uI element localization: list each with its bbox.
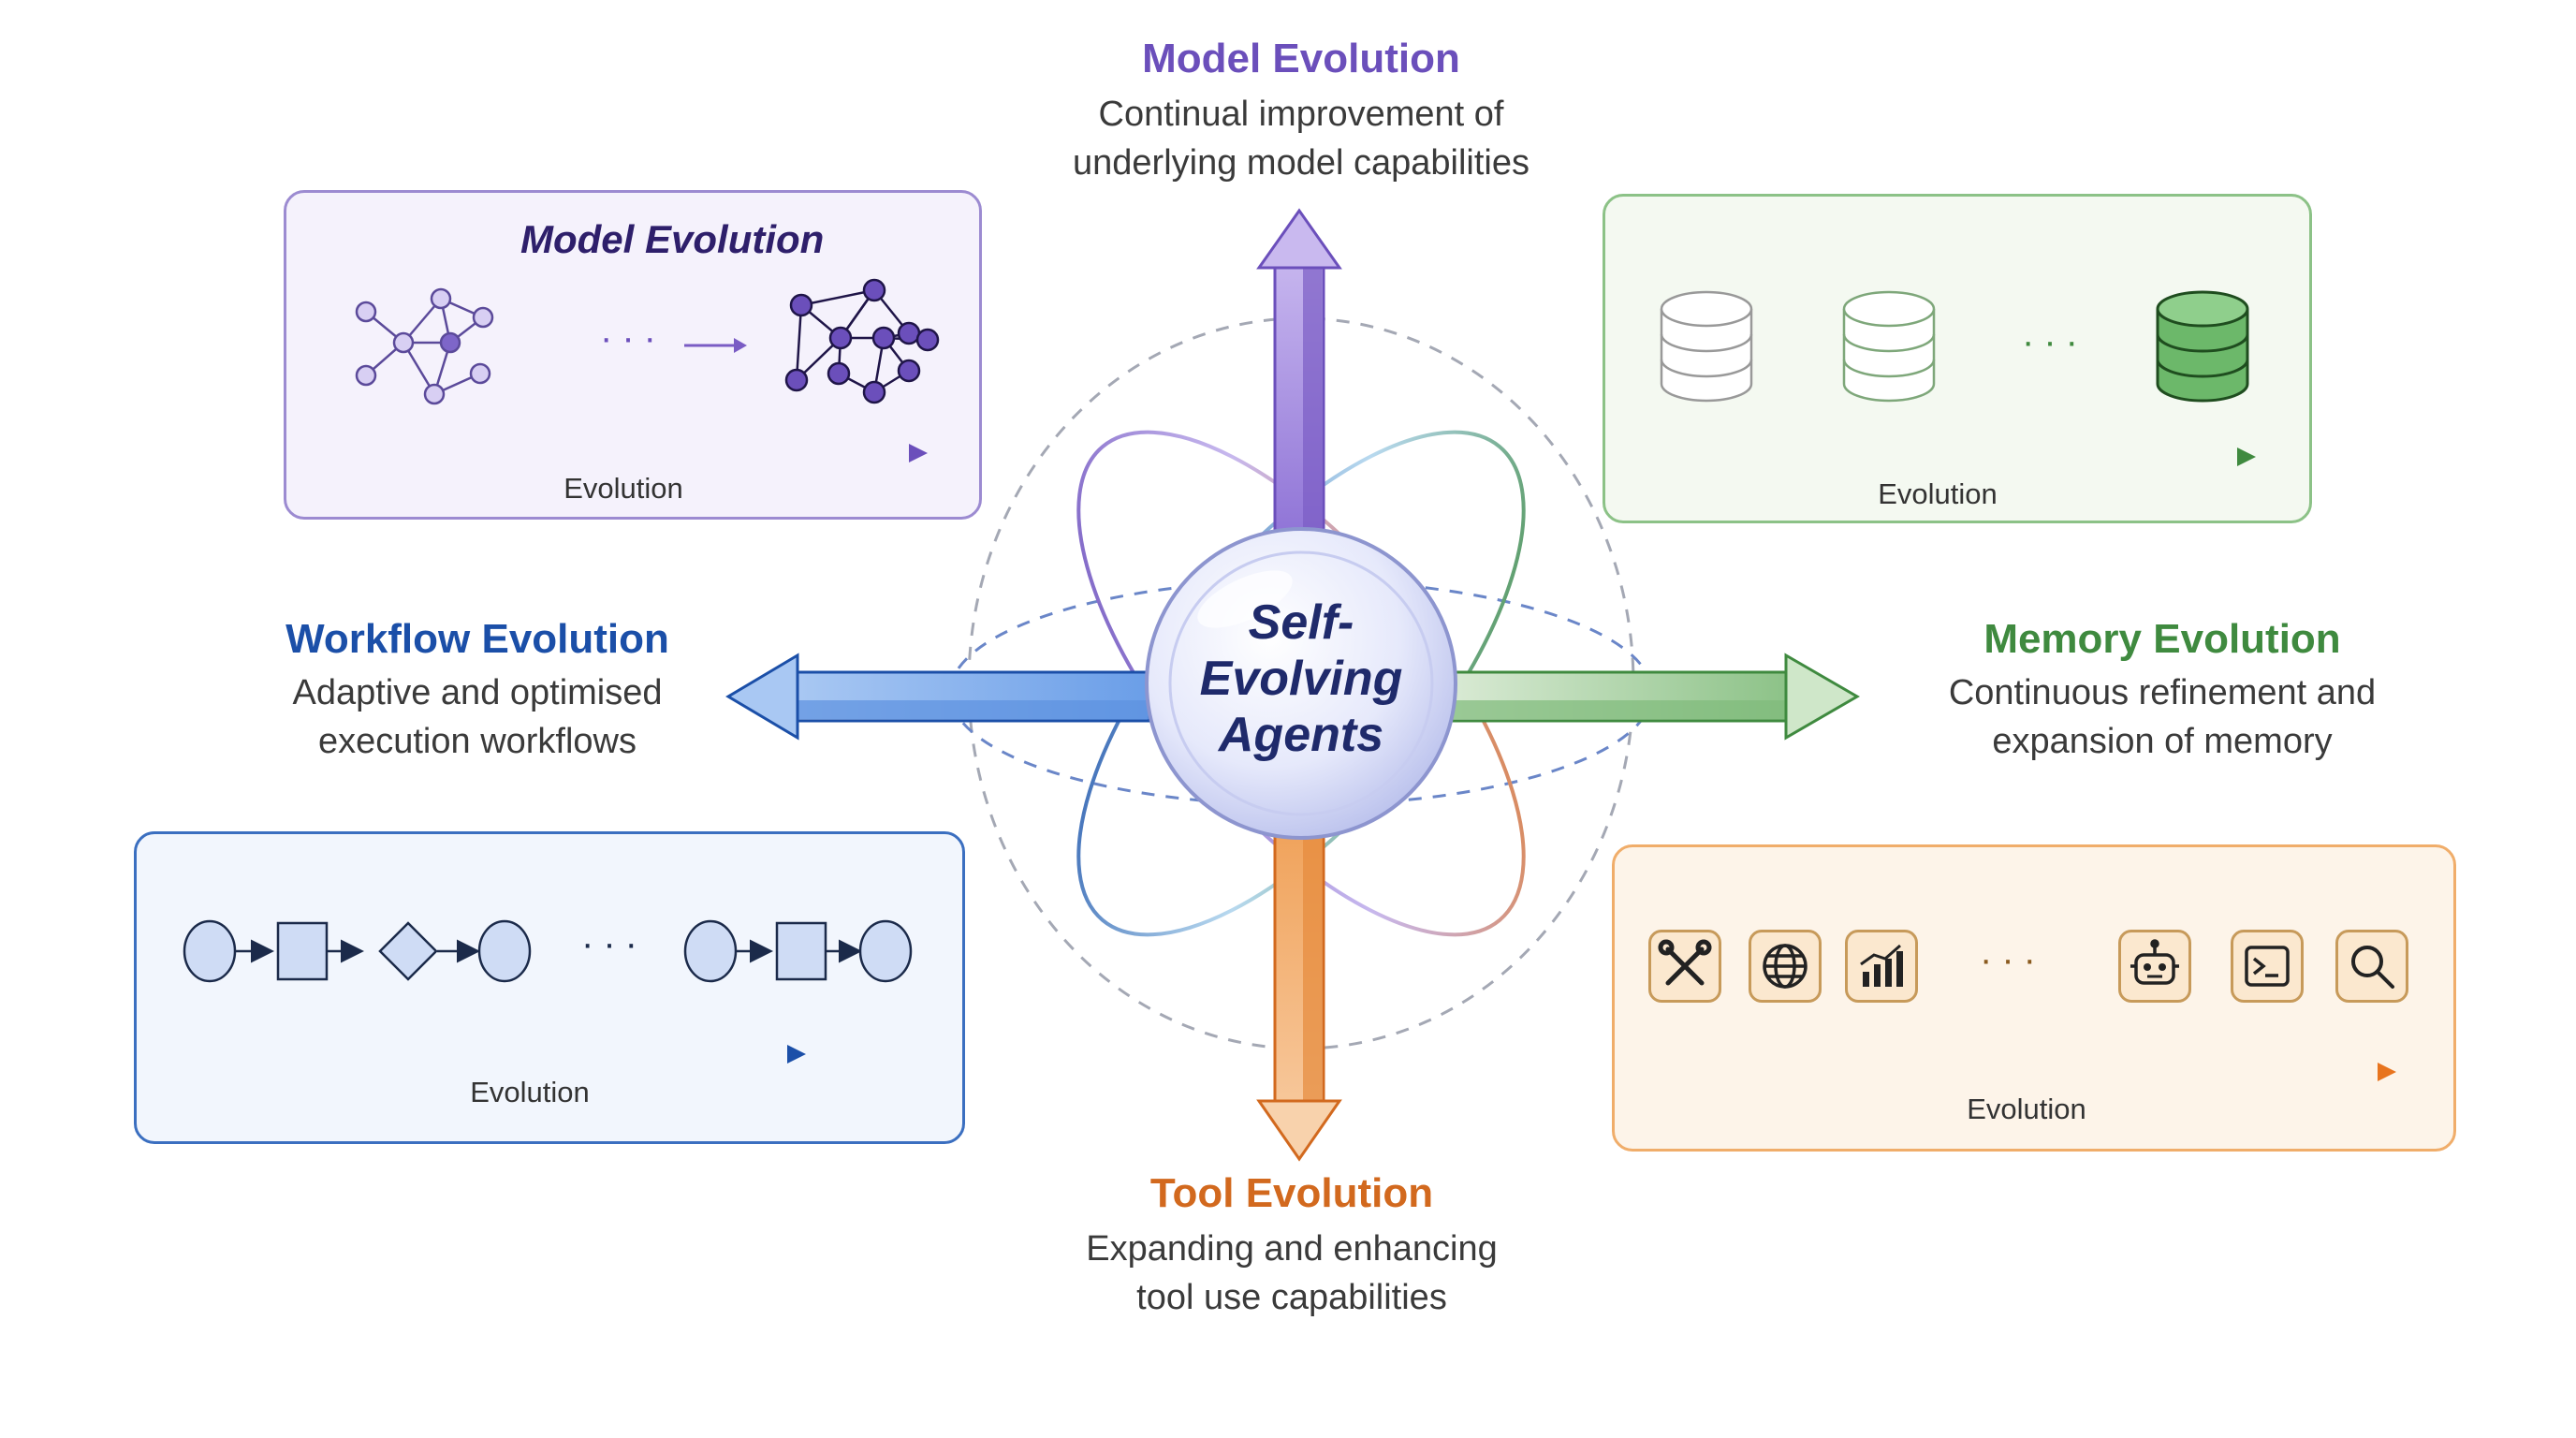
memory-db-graphics — [1660, 290, 2256, 466]
tool-evolution-panel: ··· Evolution — [1612, 844, 2456, 1152]
model-evolution-title: Model Evolution — [1142, 36, 1460, 81]
workflow-graphics — [183, 919, 913, 1064]
model-evolution-desc-1: Continual improvement of — [1098, 95, 1504, 134]
workflow-process-node — [276, 921, 329, 981]
center-line-3: Agents — [1218, 708, 1384, 762]
center-label: Self- Evolving Agents — [1161, 594, 1442, 763]
memory-evolution-desc-1: Continuous refinement and — [1948, 673, 2377, 712]
search-icon — [2335, 930, 2408, 1003]
workflow-evolution-label: Workflow Evolution Adaptive and optimise… — [225, 616, 730, 766]
tool-evolution-title: Tool Evolution — [1149, 1170, 1434, 1216]
center-line-1: Self- — [1248, 595, 1354, 650]
workflow-panel-evolution-label: Evolution — [470, 1076, 590, 1108]
tool-evolution-desc-2: tool use capabilities — [1136, 1278, 1447, 1317]
robot-icon — [2118, 930, 2191, 1003]
memory-panel-dots: ··· — [2022, 321, 2087, 362]
database-icon — [1842, 290, 1936, 403]
model-panel-title: Model Evolution — [520, 217, 825, 261]
memory-panel-evolution-label: Evolution — [1878, 477, 1998, 510]
model-evolution-desc-2: underlying model capabilities — [1073, 143, 1530, 183]
workflow-evolution-desc-2: execution workflows — [317, 722, 637, 761]
memory-evolution-panel: ··· Evolution — [1603, 194, 2312, 523]
model-evolution-panel: Model Evolution — [284, 190, 982, 520]
model-network-graphics — [343, 278, 940, 462]
memory-evolution-arrow — [1449, 653, 1860, 741]
database-icon — [2156, 290, 2249, 403]
workflow-start-node — [183, 919, 237, 983]
globe-icon — [1749, 930, 1822, 1003]
tool-evolution-label: Tool Evolution Expanding and enhancing t… — [1011, 1170, 1573, 1322]
workflow-evolution-arrow — [725, 653, 1151, 741]
model-panel-evolution-label: Evolution — [564, 472, 683, 505]
workflow-evolution-desc-1: Adaptive and optimised — [292, 673, 663, 712]
tool-evolution-arrow — [1256, 822, 1342, 1162]
center-line-2: Evolving — [1199, 652, 1403, 706]
workflow-start-node — [683, 919, 738, 983]
workflow-evolution-title: Workflow Evolution — [285, 616, 669, 662]
workflow-process-node — [775, 921, 827, 981]
tool-evolution-desc-1: Expanding and enhancing — [1086, 1229, 1498, 1269]
model-evolution-arrow — [1256, 208, 1342, 547]
memory-evolution-title: Memory Evolution — [1983, 616, 2341, 662]
memory-evolution-desc-2: expansion of memory — [1992, 722, 2333, 761]
memory-evolution-label: Memory Evolution Continuous refinement a… — [1881, 616, 2443, 766]
wrench-screwdriver-icon — [1648, 930, 1721, 1003]
model-panel-dots: ··· — [600, 317, 666, 359]
workflow-end-node — [858, 919, 913, 983]
terminal-icon — [2231, 930, 2304, 1003]
database-icon — [1660, 290, 1753, 403]
workflow-decision-node — [378, 921, 438, 981]
small-network-icon — [355, 287, 494, 405]
bar-chart-icon — [1845, 930, 1918, 1003]
large-network-icon — [784, 278, 940, 404]
workflow-evolution-panel: ··· Evolution — [134, 831, 965, 1144]
workflow-end-node — [477, 919, 532, 983]
tool-panel-evolution-label: Evolution — [1967, 1093, 2086, 1125]
tool-panel-dots: ··· — [1980, 939, 2045, 980]
workflow-panel-dots: ··· — [581, 923, 647, 964]
model-evolution-label: Model Evolution Continual improvement of… — [1020, 36, 1582, 187]
central-sphere — [1145, 527, 1457, 840]
